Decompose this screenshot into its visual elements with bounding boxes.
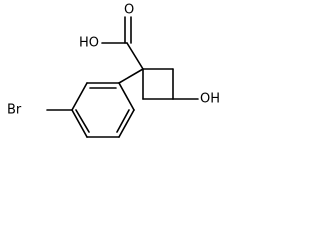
bond-phenyl-inner-2 [75,109,90,133]
label-hydroxyl-acid: HO [79,36,99,51]
bond-phenyl-b [71,82,88,111]
label-bromine: Br [7,103,22,118]
structure-diagram: HO O OH Br [7,2,221,138]
label-hydroxyl-ring: OH [200,92,220,107]
molecule-svg: HO O OH Br [7,3,220,138]
bond-phenyl-inner-3 [116,109,130,133]
bond-quaternary-carbon-to-acid-carbon [126,42,144,70]
bond-phenyl-f [118,82,135,111]
bond-quaternary-carbon-to-phenyl [118,68,144,84]
bond-phenyl-c [71,109,88,138]
label-carbonyl-oxygen: O [124,3,134,18]
bond-phenyl-e [118,109,135,138]
